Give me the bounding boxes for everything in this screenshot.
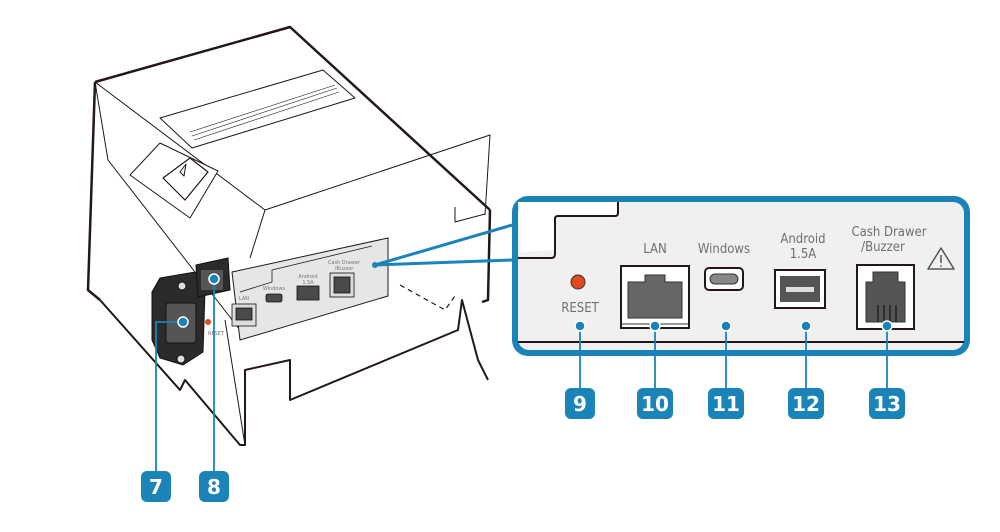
label-reset: RESET: [561, 301, 599, 316]
label-cash-drawer: Cash Drawer: [851, 225, 926, 240]
label-android: Android: [780, 232, 825, 247]
windows-usb-c-port: [704, 267, 744, 291]
warning-icon: [927, 247, 955, 270]
badge-8: 8: [199, 471, 229, 502]
android-usb-a-port: [774, 269, 826, 309]
badge-12-text: 12: [792, 392, 820, 416]
badge-10: 10: [637, 388, 673, 419]
lan-port: [620, 265, 690, 329]
label-android-current: 1.5A: [790, 247, 817, 262]
badge-8-text: 8: [207, 475, 221, 499]
badge-13-text: 13: [873, 392, 901, 416]
badge-11: 11: [708, 388, 744, 419]
callout-connector: [374, 223, 513, 267]
badge-9-text: 9: [573, 392, 587, 416]
badge-11-text: 11: [712, 392, 740, 416]
printer-body: [86, 25, 492, 446]
badge-10-text: 10: [641, 392, 669, 416]
printer-left-edge: [86, 81, 101, 301]
body-label-buzzer: /Buzzer: [335, 266, 355, 272]
badge-12: 12: [788, 388, 824, 419]
badge-7: 7: [141, 471, 171, 502]
body-label-lan: LAN: [239, 296, 249, 302]
reset-button: [570, 274, 586, 290]
label-lan: LAN: [643, 242, 667, 257]
printer-stand: [99, 299, 489, 446]
badge-7-text: 7: [149, 475, 163, 499]
cover-open-lever: [129, 142, 219, 219]
body-label-cash: Cash Drawer: [328, 260, 361, 266]
body-label-windows: Windows: [263, 286, 286, 292]
body-label-android: Android: [298, 274, 317, 280]
label-windows: Windows: [698, 242, 750, 257]
leader-dots: [177, 273, 893, 332]
body-label-reset: RESET: [208, 331, 225, 337]
label-buzzer: /Buzzer: [861, 240, 905, 255]
cash-drawer-port: [856, 264, 915, 330]
paper-exit-slot: [159, 69, 356, 149]
body-ports: [205, 272, 355, 327]
leader-lines: [155, 279, 888, 471]
body-label-android-current: 1.5A: [302, 280, 314, 286]
badge-13: 13: [869, 388, 905, 419]
printer-top-outline: [94, 25, 491, 211]
callout-anchor: [372, 262, 378, 268]
badge-9: 9: [565, 388, 595, 419]
